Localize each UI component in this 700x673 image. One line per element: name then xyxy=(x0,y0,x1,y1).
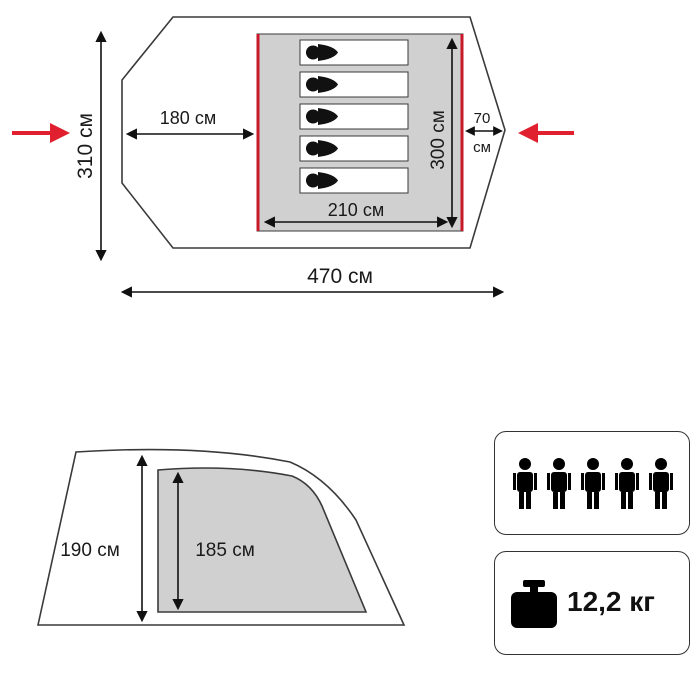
person-icon xyxy=(547,458,571,509)
weight-card: 12,2 кг xyxy=(494,551,690,655)
person-icon xyxy=(581,458,605,509)
width-label: 310 см xyxy=(74,113,97,179)
sleeping-place xyxy=(299,103,409,130)
weight-value: 12,2 кг xyxy=(567,586,655,617)
inner-length-label: 210 см xyxy=(328,200,384,220)
inner-tent-side xyxy=(157,467,368,613)
side-view: 190 см 185 см xyxy=(37,448,406,626)
inner-width-label: 300 см xyxy=(428,110,449,170)
person-icon xyxy=(649,458,673,509)
total-length-label: 470 см xyxy=(307,265,373,288)
weight-icon xyxy=(511,580,557,628)
five-persons-icon xyxy=(513,458,673,509)
person-icon xyxy=(615,458,639,509)
sleeping-places xyxy=(299,39,409,194)
inner-height-label: 185 см xyxy=(195,540,255,561)
capacity-card xyxy=(494,431,690,535)
sleeping-place xyxy=(299,71,409,98)
sleeping-place xyxy=(299,135,409,162)
height-label: 190 см xyxy=(60,540,120,561)
rear-vestibule-value: 70 xyxy=(474,110,491,127)
person-icon xyxy=(513,458,537,509)
rear-vestibule-unit: см xyxy=(473,139,491,156)
top-view: 310 см 180 см 300 см 210 см 70 см 470 см xyxy=(12,16,574,298)
vestibule-depth-label: 180 см xyxy=(160,108,216,128)
sleeping-place xyxy=(299,167,409,194)
inner-tent-top xyxy=(256,33,464,232)
sleeping-place xyxy=(299,39,409,66)
